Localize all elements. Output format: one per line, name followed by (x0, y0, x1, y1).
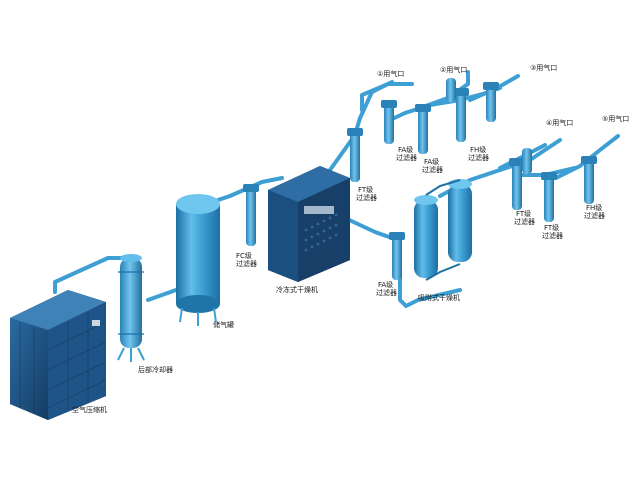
label-fh-filter-a-line1: FH级 (470, 145, 486, 154)
label-fa-filter-b-line2: 过滤器 (422, 165, 443, 174)
labels: 空气压缩机 后部冷却器 储气罐 FC级 过滤器 冷冻式干燥机 FT级 过滤器 F… (72, 63, 629, 414)
fa-filter-a (381, 100, 397, 144)
fh-filter-a (453, 88, 469, 142)
compressor-badge-icon (92, 320, 100, 326)
air-receiver-tank (176, 194, 220, 326)
label-fa-filter-a-line1: FA级 (398, 145, 413, 154)
label-outlet-4: ④用气口 (546, 118, 573, 127)
label-receiver: 储气罐 (213, 320, 234, 329)
label-fc-filter-line1: FC级 (236, 251, 252, 260)
label-fa-filter-c-line1: FA级 (378, 280, 393, 289)
fa-filter-c (389, 232, 405, 280)
label-outlet-5: ⑤用气口 (602, 114, 629, 123)
outlet-filter-3 (483, 82, 499, 122)
outlet-filter-2 (446, 78, 456, 102)
label-fa-filter-b-line1: FA级 (424, 157, 439, 166)
label-fa-filter-a-line2: 过滤器 (396, 153, 417, 162)
ft-filter-b (509, 158, 525, 210)
ft-filter-a (347, 128, 363, 182)
label-outlet-3: ③用气口 (530, 63, 557, 72)
refrigerated-dryer (268, 166, 350, 282)
label-outlet-1: ①用气口 (377, 69, 404, 78)
label-fh-filter-b-line2: 过滤器 (584, 211, 605, 220)
label-ft-filter-c-line2: 过滤器 (542, 231, 563, 240)
label-fc-filter-line2: 过滤器 (236, 259, 257, 268)
label-ft-filter-b-line2: 过滤器 (514, 217, 535, 226)
ft-filter-c (541, 172, 557, 222)
label-fa-filter-c-line2: 过滤器 (376, 288, 397, 297)
label-refrigerated-dryer: 冷冻式干燥机 (276, 285, 318, 294)
label-ft-filter-a-line1: FT级 (358, 185, 373, 194)
label-ft-filter-c-line1: FT级 (544, 223, 559, 232)
fc-filter (243, 184, 259, 246)
label-outlet-2: ②用气口 (440, 65, 467, 74)
aftercooler (117, 254, 145, 362)
label-ft-filter-a-line2: 过滤器 (356, 193, 377, 202)
fa-filter-b (415, 104, 431, 154)
dryer-nameplate-icon (304, 206, 334, 214)
label-adsorption-dryer: 吸附式干燥机 (418, 293, 460, 302)
label-fh-filter-b-line1: FH级 (586, 203, 602, 212)
air-compressor (10, 290, 107, 420)
label-compressor: 空气压缩机 (72, 405, 107, 414)
label-aftercooler: 后部冷却器 (138, 365, 173, 374)
outlet-filter-4 (522, 148, 532, 174)
label-fh-filter-a-line2: 过滤器 (468, 153, 489, 162)
label-ft-filter-b-line1: FT级 (516, 209, 531, 218)
adsorption-dryer (414, 179, 472, 281)
fh-filter-b (581, 156, 597, 204)
